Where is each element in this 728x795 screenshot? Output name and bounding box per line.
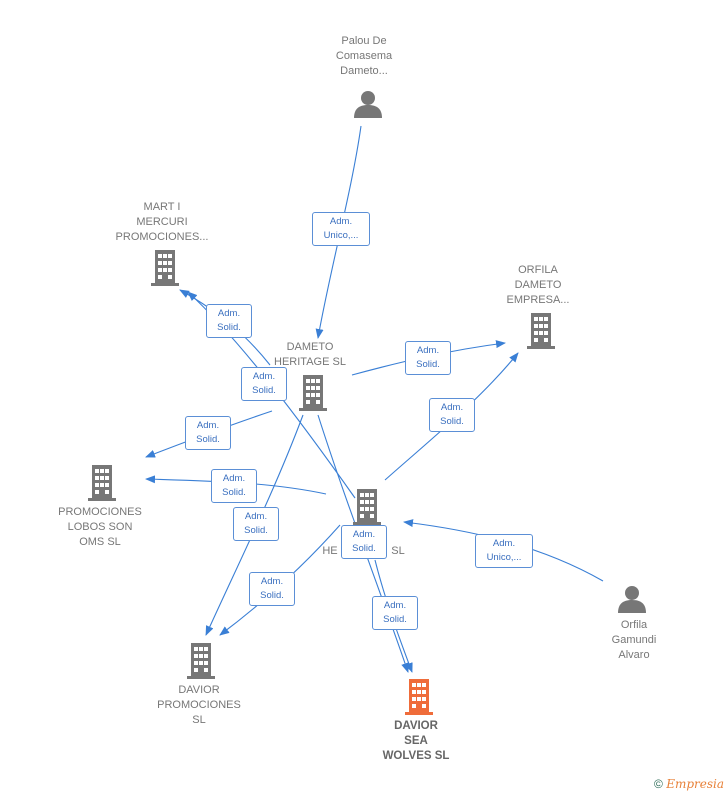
relation-label[interactable]: Adm. Solid. bbox=[405, 341, 451, 375]
relation-label[interactable]: Adm. Solid. bbox=[211, 469, 257, 503]
building-icon[interactable] bbox=[524, 313, 558, 349]
person-icon[interactable] bbox=[353, 90, 383, 118]
relation-label[interactable]: Adm. Solid. bbox=[233, 507, 279, 541]
relation-label[interactable]: Adm. Solid. bbox=[185, 416, 231, 450]
node-label-he-left[interactable]: HE bbox=[322, 545, 338, 557]
relation-label[interactable]: Adm. Solid. bbox=[249, 572, 295, 606]
building-icon[interactable] bbox=[148, 250, 182, 286]
node-label-promociones[interactable]: PROMOCIONES LOBOS SON OMS SL bbox=[58, 506, 142, 548]
watermark: © Empresia bbox=[654, 777, 724, 791]
relation-label[interactable]: Adm. Unico,... bbox=[475, 534, 533, 568]
relation-label[interactable]: Adm. Solid. bbox=[206, 304, 252, 338]
node-label-dameto[interactable]: DAMETO HERITAGE SL bbox=[274, 341, 346, 368]
copyright-icon: © bbox=[654, 777, 663, 791]
node-label-palou[interactable]: Palou De Comasema Dameto... bbox=[335, 35, 393, 77]
building-icon[interactable] bbox=[85, 465, 119, 501]
node-label-davior-promociones[interactable]: DAVIOR PROMOCIONES SL bbox=[157, 684, 241, 726]
building-icon-highlight[interactable] bbox=[402, 679, 436, 715]
relation-label[interactable]: Adm. Solid. bbox=[241, 367, 287, 401]
relation-label[interactable]: Adm. Solid. bbox=[341, 525, 387, 559]
relation-label[interactable]: Adm. Unico,... bbox=[312, 212, 370, 246]
relation-label[interactable]: Adm. Solid. bbox=[372, 596, 418, 630]
person-icon[interactable] bbox=[617, 585, 647, 613]
node-label-davior-sea[interactable]: DAVIOR SEA WOLVES SL bbox=[382, 720, 450, 762]
building-icon[interactable] bbox=[184, 643, 218, 679]
node-label-orfila-gamundi[interactable]: Orfila Gamundi Alvaro bbox=[611, 619, 657, 661]
building-icon[interactable] bbox=[296, 375, 330, 411]
node-label-he-right[interactable]: SL bbox=[391, 545, 405, 557]
relation-label[interactable]: Adm. Solid. bbox=[429, 398, 475, 432]
brand-logo: Empresia bbox=[666, 777, 724, 791]
node-label-mart[interactable]: MART I MERCURI PROMOCIONES... bbox=[115, 201, 209, 243]
building-icon[interactable] bbox=[350, 489, 384, 525]
node-label-orfila-empresa[interactable]: ORFILA DAMETO EMPRESA... bbox=[506, 264, 570, 306]
